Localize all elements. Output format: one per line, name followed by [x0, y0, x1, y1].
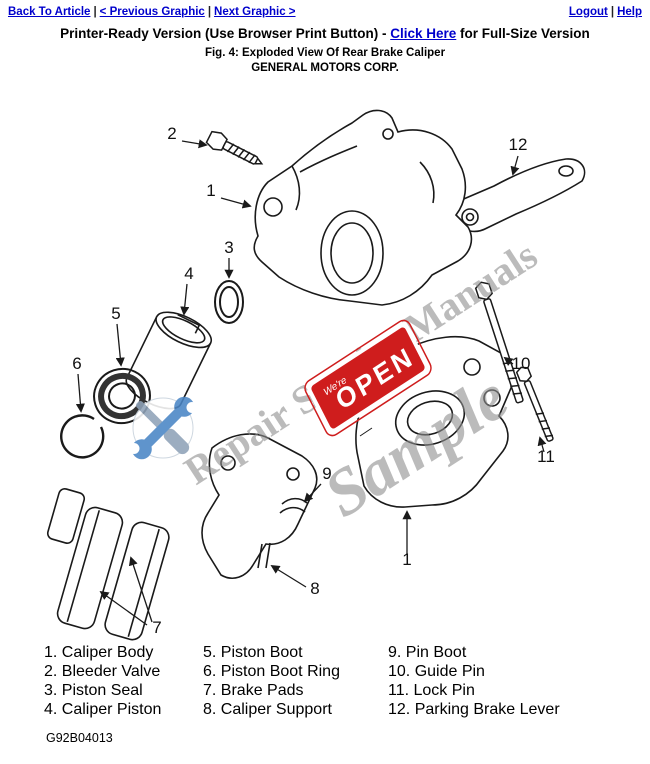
- guide-pin-part: [474, 281, 524, 404]
- top-navigation: Back To Article|< Previous Graphic|Next …: [0, 0, 650, 18]
- printer-version-line: Printer-Ready Version (Use Browser Print…: [0, 26, 650, 41]
- back-to-article-link[interactable]: Back To Article: [8, 6, 91, 18]
- parts-legend: 1. Caliper Body 2. Bleeder Valve 3. Pist…: [44, 643, 650, 719]
- nav-separator: |: [610, 6, 615, 18]
- parking-brake-lever-part: [451, 158, 586, 233]
- full-size-version-link[interactable]: Click Here: [390, 26, 457, 41]
- legend-item-9: 9. Pin Boot: [388, 644, 467, 661]
- piston-seal-part: [214, 280, 244, 324]
- legend-item-12: 12. Parking Brake Lever: [388, 701, 560, 718]
- callout-3: 3: [224, 238, 233, 257]
- legend-item-11: 11. Lock Pin: [388, 682, 475, 699]
- callout-1: 1: [206, 181, 215, 200]
- legend-item-5: 5. Piston Boot: [203, 644, 303, 661]
- legend-item-7: 7. Brake Pads: [203, 682, 304, 699]
- legend-column-2: 5. Piston Boot 6. Piston Boot Ring 7. Br…: [203, 643, 388, 719]
- callout-8: 8: [310, 579, 319, 598]
- callout-10: 10: [512, 354, 531, 373]
- callout-12: 12: [509, 135, 528, 154]
- brake-pads-part: [46, 488, 170, 641]
- figure-caption: Fig. 4: Exploded View Of Rear Brake Cali…: [204, 47, 446, 59]
- callout-11: 11: [537, 447, 555, 466]
- callout-7: 7: [152, 618, 161, 637]
- printer-line-prefix: Printer-Ready Version (Use Browser Print…: [60, 26, 391, 41]
- legend-item-3: 3. Piston Seal: [44, 682, 143, 699]
- callout-leader-lines: [75, 139, 547, 626]
- callout-1-assembled: 1: [402, 550, 411, 569]
- piston-boot-part: [93, 367, 151, 425]
- callout-5: 5: [111, 304, 120, 323]
- bleeder-valve-part: [205, 130, 264, 165]
- printer-line-suffix: for Full-Size Version: [456, 26, 590, 41]
- logout-link[interactable]: Logout: [568, 6, 608, 18]
- figure-code: G92B04013: [46, 731, 113, 745]
- brake-caliper-exploded-diagram: 2 1 12 3 4 5 6 7 9 8 1 10 11 Repair Serv…: [46, 109, 586, 641]
- legend-item-8: 8. Caliper Support: [203, 701, 332, 718]
- nav-right: Logout|Help: [569, 6, 642, 18]
- company-name: GENERAL MOTORS CORP.: [251, 62, 399, 74]
- legend-item-2: 2. Bleeder Valve: [44, 663, 161, 680]
- callout-6: 6: [72, 354, 81, 373]
- legend-item-4: 4. Caliper Piston: [44, 701, 162, 718]
- callout-9: 9: [322, 464, 331, 483]
- wrench-icon: [128, 396, 198, 460]
- callout-numbers: 2 1 12 3 4 5 6 7 9 8 1 10 11: [72, 124, 555, 637]
- caliper-body-part: [253, 109, 473, 306]
- legend-column-3: 9. Pin Boot 10. Guide Pin 11. Lock Pin 1…: [388, 643, 650, 719]
- callout-2: 2: [167, 124, 176, 143]
- help-link[interactable]: Help: [617, 6, 642, 18]
- legend-item-10: 10. Guide Pin: [388, 663, 485, 680]
- nav-left: Back To Article|< Previous Graphic|Next …: [8, 6, 296, 18]
- legend-item-6: 6. Piston Boot Ring: [203, 663, 340, 680]
- tools-logo: [128, 396, 198, 460]
- lock-pin-part: [515, 366, 554, 442]
- nav-separator: |: [93, 6, 97, 18]
- nav-separator: |: [207, 6, 212, 18]
- caliper-support-part: [201, 433, 318, 579]
- legend-item-1: 1. Caliper Body: [44, 644, 154, 661]
- legend-column-1: 1. Caliper Body 2. Bleeder Valve 3. Pist…: [44, 643, 203, 719]
- callout-4: 4: [184, 264, 193, 283]
- previous-graphic-link[interactable]: < Previous Graphic: [99, 6, 205, 18]
- next-graphic-link[interactable]: Next Graphic >: [214, 6, 296, 18]
- piston-boot-ring-part: [60, 414, 105, 459]
